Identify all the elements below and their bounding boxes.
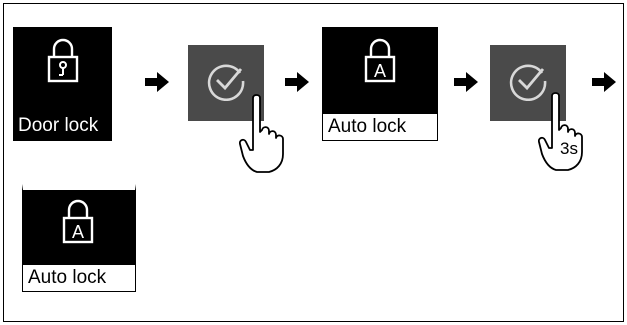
tap-hand-icon — [239, 94, 284, 173]
hold-duration-label: 3s — [560, 139, 578, 158]
press-hold-hand-icon: 3s — [538, 92, 583, 171]
svg-text:A: A — [72, 222, 84, 242]
arrow-right-icon — [285, 72, 309, 92]
confirm-check-icon — [207, 64, 245, 101]
door-lock-label: Door lock — [18, 115, 99, 136]
auto-lock-result-label: Auto lock — [28, 267, 107, 288]
confirm-check-icon — [509, 64, 547, 101]
door-lock-icon — [47, 38, 79, 83]
arrow-right-icon — [592, 72, 616, 92]
auto-lock-tile: A Auto lock — [322, 27, 438, 141]
auto-lock-label: Auto lock — [328, 116, 407, 137]
svg-text:A: A — [374, 61, 386, 81]
auto-lock-icon: A — [62, 199, 94, 244]
auto-lock-result-tile: A Auto lock — [22, 184, 136, 292]
auto-lock-icon: A — [364, 38, 396, 83]
auto-lock-result-label-band: Auto lock — [22, 264, 136, 292]
confirm-button[interactable] — [188, 45, 264, 121]
arrow-right-icon — [145, 72, 169, 92]
door-lock-tile: Door lock — [13, 27, 112, 141]
arrow-right-icon — [454, 72, 478, 92]
confirm-hold-button[interactable] — [490, 45, 566, 121]
auto-lock-label-band: Auto lock — [322, 113, 438, 141]
instruction-frame: Door lock A Auto lock — [3, 3, 624, 322]
